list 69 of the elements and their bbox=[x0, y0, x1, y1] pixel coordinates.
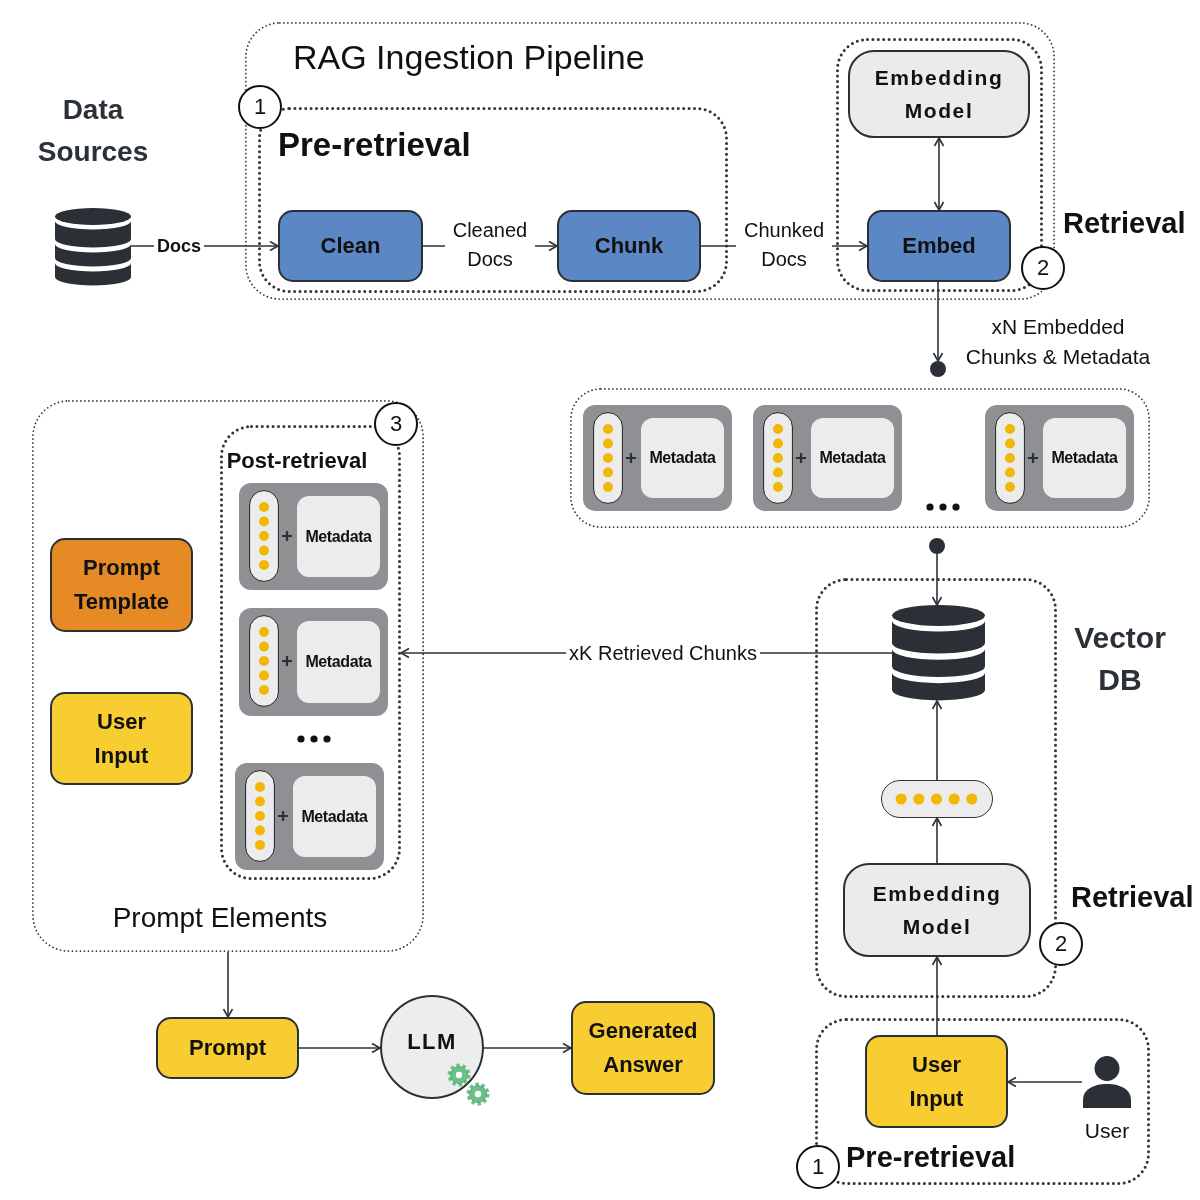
box-label: Embedding Model bbox=[871, 881, 1003, 940]
process-box bbox=[867, 210, 1011, 282]
step-number: 2 bbox=[1054, 931, 1068, 957]
step-number: 1 bbox=[253, 94, 267, 120]
arrow bbox=[931, 956, 943, 1036]
process-box bbox=[571, 1001, 715, 1095]
process-box bbox=[156, 1017, 299, 1079]
box-label: User Input bbox=[908, 1050, 965, 1113]
box-label: Prompt bbox=[189, 1034, 266, 1062]
chunk-card bbox=[235, 763, 384, 870]
dotted-region bbox=[815, 1018, 1150, 1185]
dotted-region bbox=[570, 388, 1150, 528]
step-number-circle bbox=[796, 1145, 840, 1189]
box-label: Clean bbox=[320, 232, 381, 260]
step-number: 3 bbox=[389, 411, 403, 437]
process-box bbox=[278, 210, 423, 282]
chunk-card bbox=[239, 483, 388, 590]
region-title: Retrieval bbox=[1071, 880, 1194, 915]
arrow bbox=[932, 281, 944, 362]
region-title: Post-retrieval bbox=[225, 447, 369, 475]
embedding-vector-icon bbox=[881, 780, 993, 818]
metadata-label: Metadata bbox=[293, 776, 376, 857]
box-label: Generated Answer bbox=[587, 1017, 699, 1079]
metadata-label: Metadata bbox=[297, 621, 380, 703]
region-title: Retrieval bbox=[1063, 206, 1186, 241]
arrow bbox=[933, 137, 945, 211]
region-title: Pre-retrieval bbox=[278, 125, 471, 165]
box-label: Embed bbox=[902, 232, 976, 260]
junction-dot bbox=[929, 538, 945, 554]
chunk-card bbox=[985, 405, 1134, 511]
region-title: Pre-retrieval bbox=[846, 1140, 1016, 1175]
step-number-circle bbox=[1039, 922, 1083, 966]
arrow bbox=[931, 700, 943, 781]
process-box bbox=[50, 538, 193, 632]
process-box bbox=[865, 1035, 1008, 1128]
step-number-circle bbox=[238, 85, 282, 129]
process-box bbox=[557, 210, 701, 282]
region-title: RAG Ingestion Pipeline bbox=[293, 37, 645, 78]
chunk-card bbox=[239, 608, 388, 716]
model-box bbox=[848, 50, 1030, 138]
arrow bbox=[931, 553, 943, 606]
metadata-label: Metadata bbox=[811, 418, 894, 498]
arrow bbox=[931, 817, 943, 864]
box-label: Prompt Template bbox=[73, 554, 170, 616]
section-heading: Data Sources bbox=[36, 93, 150, 169]
arrow bbox=[1007, 1076, 1083, 1088]
step-number: 1 bbox=[811, 1154, 825, 1180]
metadata-label: Metadata bbox=[297, 496, 380, 577]
step-number-circle bbox=[1021, 246, 1065, 290]
process-box bbox=[50, 692, 193, 785]
chunk-card bbox=[583, 405, 732, 511]
model-label: LLM bbox=[407, 1028, 457, 1056]
arrow bbox=[222, 951, 234, 1018]
metadata-label: Metadata bbox=[1043, 418, 1126, 498]
step-number: 2 bbox=[1036, 255, 1050, 281]
metadata-label: Metadata bbox=[641, 418, 724, 498]
box-label: User Input bbox=[93, 707, 150, 770]
region-title: Prompt Elements bbox=[111, 901, 329, 935]
model-box bbox=[843, 863, 1031, 957]
box-label: Embedding Model bbox=[873, 65, 1005, 124]
box-label: Chunk bbox=[594, 232, 664, 260]
dotted-region bbox=[32, 400, 424, 952]
user-caption: User bbox=[1083, 1118, 1131, 1144]
arrow bbox=[298, 1042, 381, 1054]
chunk-card bbox=[753, 405, 902, 511]
step-number-circle bbox=[374, 402, 418, 446]
arrow bbox=[483, 1042, 572, 1054]
section-heading: Vector DB bbox=[1073, 620, 1167, 698]
junction-dot bbox=[930, 361, 946, 377]
